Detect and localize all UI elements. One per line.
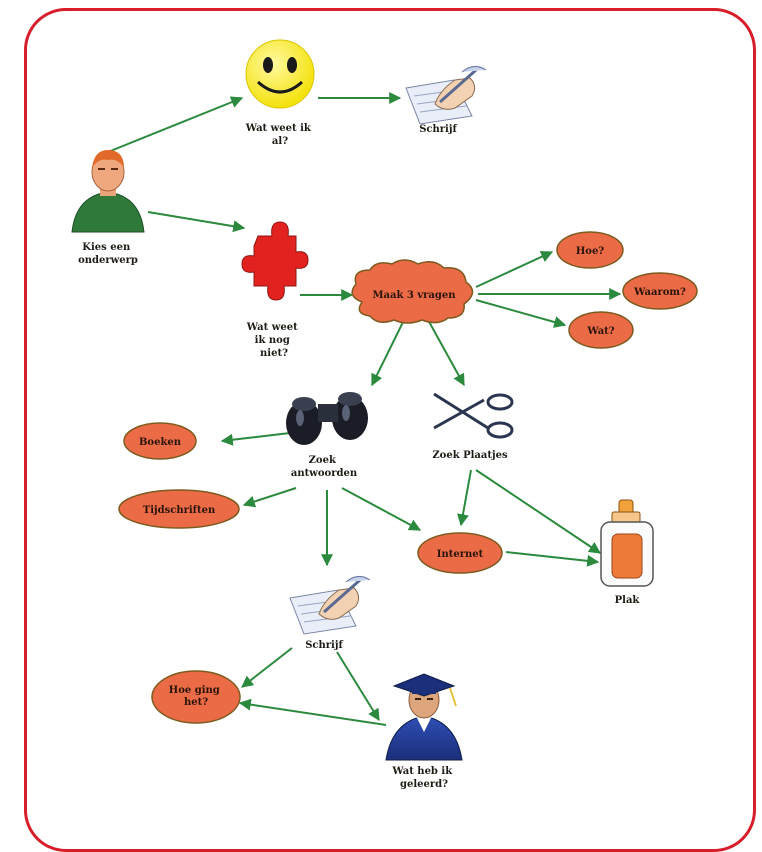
puzzle-node: Wat weet ik nog niet? <box>241 221 309 359</box>
edge-write-hoeging <box>241 647 293 688</box>
edges <box>107 92 622 726</box>
oval-waarom: Waarom? <box>622 272 698 310</box>
flow-diagram: Wat weet ik al? Schrijf Kies een onde <box>71 39 698 790</box>
edge-person-puzzle <box>147 211 246 233</box>
puzzle-piece-icon <box>241 221 309 301</box>
hoe-label: Hoe? <box>576 246 604 257</box>
person-node: Kies een onderwerp <box>71 150 145 266</box>
write-bottom-node: Schrijf <box>289 576 371 651</box>
edge-cloud-binoculars <box>371 317 406 387</box>
graduate-node: Wat heb ik geleerd? <box>385 673 463 790</box>
edge-binoculars-tijdschriften <box>242 487 297 508</box>
plak-node: Plak <box>600 499 654 606</box>
graduate-icon <box>385 673 463 761</box>
edge-cloud-wat <box>475 299 567 328</box>
person-label: Kies een onderwerp <box>78 242 138 266</box>
oval-tijdschriften: Tijdschriften <box>118 489 240 529</box>
binoculars-label: Zoek antwoorden <box>291 455 358 479</box>
oval-hoe-ging: Hoe ging het? <box>151 670 241 724</box>
edge-binoculars-boeken <box>220 432 291 446</box>
hoe-ging-label: Hoe ging het? <box>169 685 224 708</box>
smiley-icon <box>245 39 315 109</box>
smiley-label: Wat weet ik al? <box>245 123 315 147</box>
write-top-node: Schrijf <box>405 66 487 135</box>
binoculars-node: Zoek antwoorden <box>286 392 368 479</box>
smiley-node: Wat weet ik al? <box>245 39 315 147</box>
tijdschriften-label: Tijdschriften <box>143 505 216 516</box>
edge-scissors-plak <box>475 469 601 554</box>
internet-label: Internet <box>437 549 484 560</box>
edge-graduate-hoeging <box>238 698 387 726</box>
scissors-label: Zoek Plaatjes <box>432 450 508 461</box>
plak-label: Plak <box>615 595 641 606</box>
person-icon <box>71 150 145 233</box>
oval-internet: Internet <box>417 532 503 574</box>
cloud-shape <box>351 259 474 324</box>
edge-write-graduate <box>336 651 380 722</box>
cloud-label: Maak 3 vragen <box>372 290 456 301</box>
edge-internet-plak <box>505 551 600 567</box>
edge-cloud-scissors <box>426 317 465 387</box>
oval-hoe: Hoe? <box>556 231 624 269</box>
scissors-icon <box>433 392 514 439</box>
binoculars-icon <box>286 392 368 445</box>
graduate-label: Wat heb ik geleerd? <box>391 766 455 790</box>
edge-scissors-internet <box>457 469 472 527</box>
edge-person-smiley <box>107 96 244 153</box>
wat-label: Wat? <box>586 326 614 337</box>
writing-hand-icon <box>405 66 487 125</box>
write-bottom-label: Schrijf <box>305 640 343 651</box>
edge-cloud-hoe <box>475 251 554 288</box>
write-top-label: Schrijf <box>419 124 457 135</box>
cloud-node: Maak 3 vragen <box>351 259 474 324</box>
writing-hand-icon <box>289 576 371 635</box>
oval-wat: Wat? <box>568 311 634 349</box>
waarom-label: Waarom? <box>633 287 686 298</box>
puzzle-label: Wat weet ik nog niet? <box>246 322 301 359</box>
boeken-label: Boeken <box>139 437 182 448</box>
edge-binoculars-internet <box>341 487 422 531</box>
oval-boeken: Boeken <box>123 422 197 460</box>
scissors-node: Zoek Plaatjes <box>432 392 514 461</box>
glue-bottle-icon <box>600 499 654 587</box>
